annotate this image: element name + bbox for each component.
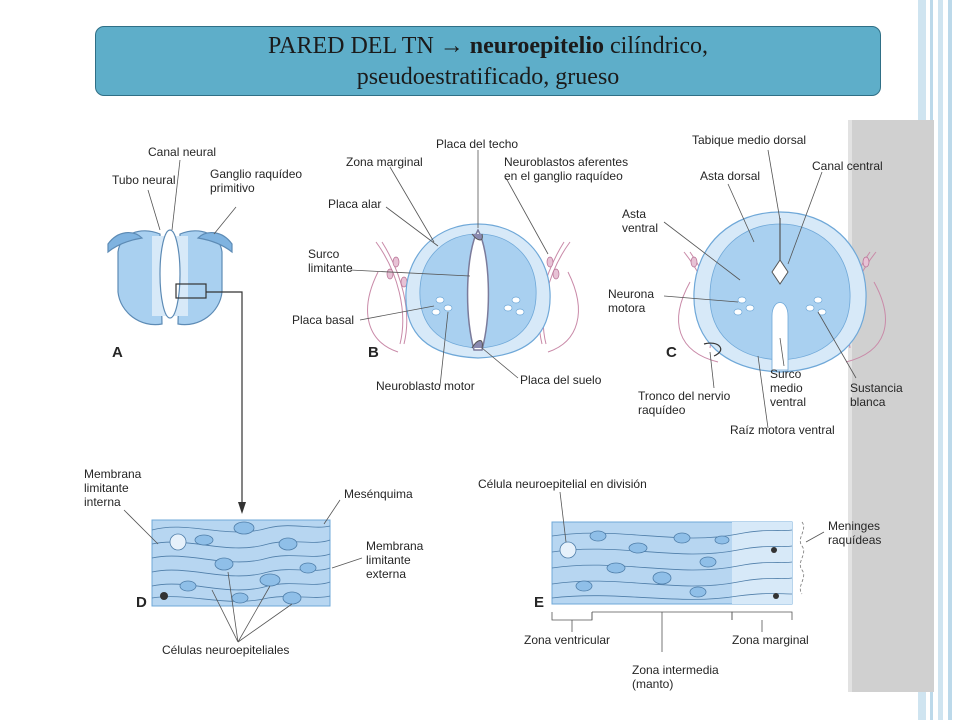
label-sustancia-2: blanca — [850, 395, 886, 409]
label-placa-alar: Placa alar — [328, 197, 382, 211]
label-tronco-1: Tronco del nervio — [638, 389, 731, 403]
label-placa-suelo: Placa del suelo — [520, 373, 602, 387]
panel-a-inset-box — [175, 283, 207, 299]
title-part1: PARED DEL TN — [268, 33, 440, 59]
panel-b-motor-neuroblasts — [431, 296, 525, 316]
panel-c-leaders — [663, 149, 857, 429]
label-tubo-neural: Tubo neural — [112, 173, 176, 187]
panel-d-small-cell — [160, 592, 168, 600]
label-zona-intermedia-2: (manto) — [632, 677, 674, 691]
inset-arrowhead — [238, 502, 246, 514]
panel-e-small-cell — [773, 593, 779, 599]
panel-b-roof-plate — [471, 233, 483, 241]
title-line-1: PARED DEL TN → neuroepitelio cilíndrico, — [96, 31, 880, 62]
label-zona-ventricular: Zona ventricular — [524, 633, 611, 647]
panel-d-dividing-cell — [169, 533, 187, 551]
label-placa-basal: Placa basal — [292, 313, 355, 327]
label-neuroblastos-2: en el ganglio raquídeo — [504, 169, 623, 183]
figure-drawing — [78, 112, 934, 692]
title-part2: cilíndrico, — [604, 33, 708, 59]
label-placa-techo: Placa del techo — [436, 137, 519, 151]
panel-b-floor-plate — [471, 340, 483, 349]
page-shadow — [848, 120, 934, 692]
panel-c-letter: C — [666, 344, 677, 361]
label-asta-ventral-1: Asta — [622, 207, 647, 221]
panel-e-small-cell — [771, 547, 777, 553]
label-division: Célula neuroepitelial en división — [478, 477, 647, 491]
panel-d-leaders — [123, 499, 363, 643]
panel-b-leaders — [349, 150, 549, 387]
panel-e-letter: E — [534, 594, 545, 611]
panel-b-lumen — [466, 228, 490, 351]
label-neuroblasto-motor: Neuroblasto motor — [376, 379, 475, 393]
label-zona-marginal-b: Zona marginal — [346, 155, 423, 169]
label-surco-medio-2: medio — [770, 381, 803, 395]
label-asta-dorsal: Asta dorsal — [700, 169, 761, 183]
label-mesenquima: Mesénquima — [344, 487, 413, 501]
label-membrana-int-3: interna — [84, 495, 121, 509]
label-ganglio-2: primitivo — [210, 181, 255, 195]
label-zona-intermedia-1: Zona intermedia — [632, 663, 719, 677]
label-neurona-2: motora — [608, 301, 646, 315]
label-tronco-2: raquídeo — [638, 403, 686, 417]
label-membrana-ext-3: externa — [366, 567, 407, 581]
label-surco-2: limitante — [308, 261, 353, 275]
panel-e-drawing — [551, 521, 805, 605]
label-sustancia-1: Sustancia — [850, 381, 903, 395]
label-surco-1: Surco — [308, 247, 340, 261]
panel-e-nuclei — [575, 530, 730, 598]
right-border-stripe — [938, 0, 943, 720]
label-membrana-ext-1: Membrana — [366, 539, 424, 553]
label-canal-central: Canal central — [812, 159, 883, 173]
title-line-2: pseudoestratificado, grueso — [356, 64, 620, 90]
title-box: PARED DEL TN → neuroepitelio cilíndrico,… — [95, 26, 881, 96]
inset-connector-line — [206, 291, 243, 508]
label-membrana-int-2: limitante — [84, 481, 129, 495]
panel-e-meninges-line — [799, 521, 805, 595]
panel-c-central-canal — [771, 259, 789, 285]
panel-a-leaders — [147, 159, 237, 235]
label-raiz: Raíz motora ventral — [730, 423, 835, 437]
label-ganglio-1: Ganglio raquídeo — [210, 167, 303, 181]
label-surco-medio-1: Surco — [770, 367, 802, 381]
panel-a-letter: A — [112, 344, 123, 361]
panel-e-leaders — [551, 491, 825, 652]
label-membrana-ext-2: limitante — [366, 553, 411, 567]
panel-d-nuclei — [179, 521, 317, 605]
label-canal-neural: Canal neural — [148, 145, 217, 159]
right-border-stripe — [948, 0, 952, 720]
panel-c-ventral-fissure — [771, 302, 789, 371]
label-meninges-2: raquídeas — [828, 533, 882, 547]
panel-d-epithelium — [151, 519, 331, 607]
label-membrana-int-1: Membrana — [84, 467, 142, 481]
panel-c-nerve-trunk — [703, 342, 722, 357]
title-arrow: → — [439, 33, 464, 59]
figure-neural-tube: Canal neural Tubo neural Ganglio raquíde… — [78, 112, 934, 692]
label-meninges-1: Meninges — [828, 519, 881, 533]
label-tabique: Tabique medio dorsal — [692, 133, 807, 147]
label-asta-ventral-2: ventral — [622, 221, 659, 235]
panel-d-drawing — [151, 519, 331, 607]
panel-b-letter: B — [368, 344, 379, 361]
title-bold: neuroepitelio — [463, 33, 605, 59]
label-neuroblastos-1: Neuroblastos aferentes — [504, 155, 629, 169]
label-surco-medio-3: ventral — [770, 395, 807, 409]
panel-e-dividing-cell — [559, 541, 577, 559]
panel-b-drawing — [367, 223, 579, 359]
label-zona-marginal-e: Zona marginal — [732, 633, 809, 647]
label-celulas: Células neuroepiteliales — [162, 643, 290, 657]
panel-a-drawing — [107, 229, 233, 326]
label-neurona-1: Neurona — [608, 287, 655, 301]
panel-d-letter: D — [136, 594, 147, 611]
